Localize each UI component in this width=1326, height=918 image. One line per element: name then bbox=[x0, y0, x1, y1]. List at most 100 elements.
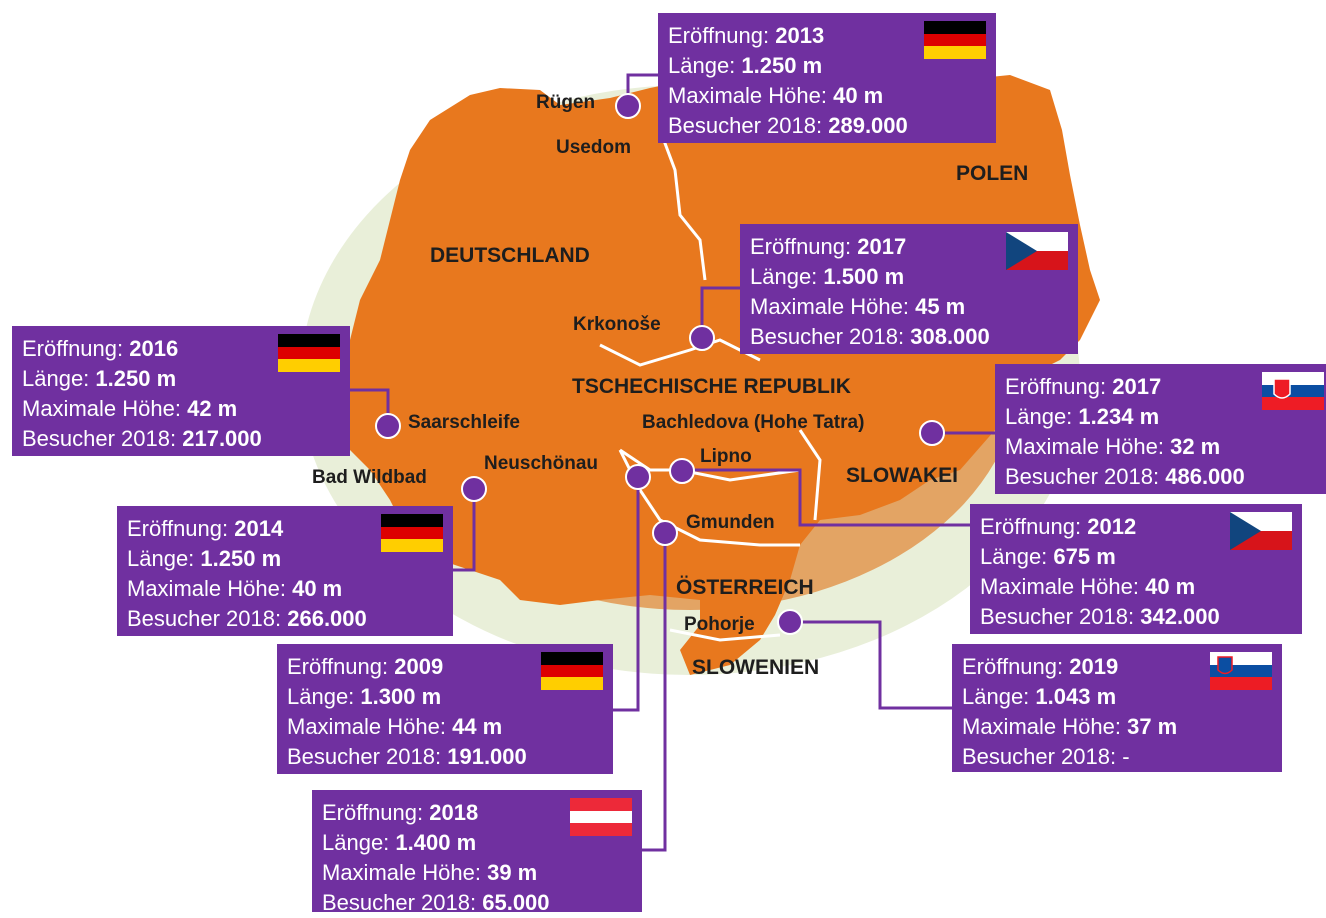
opening-value: 2009 bbox=[394, 654, 444, 679]
height-label: Maximale Höhe: bbox=[1005, 434, 1171, 459]
height-label: Maximale Höhe: bbox=[287, 714, 453, 739]
place-bachledova: Bachledova (Hohe Tatra) bbox=[642, 412, 865, 433]
height-value: 37 m bbox=[1127, 714, 1178, 739]
place-neuschoenau: Neuschönau bbox=[484, 453, 599, 474]
marker-saarschleife[interactable] bbox=[375, 413, 401, 439]
height-value: 40 m bbox=[1145, 574, 1196, 599]
length-value: 1.400 m bbox=[395, 830, 477, 855]
germany-flag-icon bbox=[924, 21, 986, 59]
height-value: 45 m bbox=[915, 294, 966, 319]
border-at-si bbox=[669, 628, 781, 642]
opening-label: Eröffnung: bbox=[668, 23, 776, 48]
info-box-bachledova[interactable]: Eröffnung: 2017 Länge: 1.234 m Maximale … bbox=[995, 364, 1326, 494]
germany-flag-icon bbox=[278, 334, 340, 372]
czech-flag-icon bbox=[1230, 512, 1292, 550]
height-label: Maximale Höhe: bbox=[127, 576, 293, 601]
height-value: 44 m bbox=[452, 714, 503, 739]
height-label: Maximale Höhe: bbox=[750, 294, 916, 319]
place-bad-wildbad: Bad Wildbad bbox=[312, 467, 427, 488]
marker-neuschoenau[interactable] bbox=[625, 464, 651, 490]
length-value: 1.250 m bbox=[741, 53, 823, 78]
height-value: 40 m bbox=[292, 576, 343, 601]
slovakia-flag-icon bbox=[1262, 372, 1324, 410]
length-label: Länge: bbox=[962, 684, 1036, 709]
length-value: 1.234 m bbox=[1078, 404, 1160, 429]
visitors-label: Besucher 2018: bbox=[750, 324, 911, 349]
place-ruegen: Rügen bbox=[536, 92, 596, 113]
length-label: Länge: bbox=[127, 546, 201, 571]
height-value: 39 m bbox=[487, 860, 538, 885]
visitors-label: Besucher 2018: bbox=[980, 604, 1141, 629]
opening-label: Eröffnung: bbox=[22, 336, 130, 361]
marker-bachledova[interactable] bbox=[919, 420, 945, 446]
marker-bad-wildbad[interactable] bbox=[461, 476, 487, 502]
visitors-label: Besucher 2018: bbox=[962, 744, 1123, 769]
info-box-gmunden[interactable]: Eröffnung: 2018 Länge: 1.400 m Maximale … bbox=[312, 790, 642, 915]
length-label: Länge: bbox=[322, 830, 396, 855]
label-tschechien: TSCHECHISCHE REPUBLIK bbox=[572, 375, 851, 398]
info-box-bad-wildbad[interactable]: Eröffnung: 2014 Länge: 1.250 m Maximale … bbox=[117, 506, 453, 636]
border-de-cz bbox=[599, 338, 761, 367]
info-box-krkonose[interactable]: Eröffnung: 2017 Länge: 1.500 m Maximale … bbox=[740, 224, 1078, 354]
height-value: 32 m bbox=[1170, 434, 1221, 459]
info-box-saarschleife[interactable]: Eröffnung: 2016 Länge: 1.250 m Maximale … bbox=[12, 326, 350, 456]
visitors-value: 65.000 bbox=[482, 890, 550, 915]
opening-label: Eröffnung: bbox=[962, 654, 1070, 679]
line-bad-wildbad bbox=[452, 489, 476, 572]
length-value: 1.250 m bbox=[200, 546, 282, 571]
length-label: Länge: bbox=[1005, 404, 1079, 429]
visitors-label: Besucher 2018: bbox=[127, 606, 288, 631]
visitors-value: - bbox=[1122, 744, 1130, 769]
height-label: Maximale Höhe: bbox=[322, 860, 488, 885]
visitors-value: 217.000 bbox=[182, 426, 262, 451]
info-box-pohorje[interactable]: Eröffnung: 2019 Länge: 1.043 m Maximale … bbox=[952, 644, 1282, 772]
germany-flag-icon bbox=[541, 652, 603, 690]
place-gmunden: Gmunden bbox=[686, 512, 775, 533]
opening-value: 2019 bbox=[1069, 654, 1119, 679]
label-deutschland: DEUTSCHLAND bbox=[430, 244, 590, 267]
border-cz-sk bbox=[798, 429, 822, 521]
info-box-ruegen[interactable]: Eröffnung: 2013 Länge: 1.250 m Maximale … bbox=[658, 13, 996, 143]
height-label: Maximale Höhe: bbox=[980, 574, 1146, 599]
height-label: Maximale Höhe: bbox=[22, 396, 188, 421]
visitors-label: Besucher 2018: bbox=[322, 890, 483, 915]
opening-value: 2017 bbox=[1112, 374, 1162, 399]
czech-flag-icon bbox=[1006, 232, 1068, 270]
opening-label: Eröffnung: bbox=[980, 514, 1088, 539]
length-value: 1.043 m bbox=[1035, 684, 1117, 709]
length-label: Länge: bbox=[980, 544, 1054, 569]
label-oesterreich: ÖSTERREICH bbox=[676, 576, 814, 599]
line-krkonose bbox=[700, 286, 740, 338]
length-label: Länge: bbox=[750, 264, 824, 289]
opening-value: 2018 bbox=[429, 800, 479, 825]
visitors-value: 289.000 bbox=[828, 113, 908, 138]
height-value: 40 m bbox=[833, 83, 884, 108]
opening-label: Eröffnung: bbox=[287, 654, 395, 679]
place-pohorje: Pohorje bbox=[684, 614, 755, 635]
marker-lipno[interactable] bbox=[669, 458, 695, 484]
marker-krkonose[interactable] bbox=[689, 325, 715, 351]
opening-value: 2017 bbox=[857, 234, 907, 259]
length-label: Länge: bbox=[668, 53, 742, 78]
length-value: 1.300 m bbox=[360, 684, 442, 709]
info-box-neuschoenau[interactable]: Eröffnung: 2009 Länge: 1.300 m Maximale … bbox=[277, 644, 613, 774]
line-lipno bbox=[682, 468, 970, 527]
visitors-label: Besucher 2018: bbox=[1005, 464, 1166, 489]
visitors-value: 266.000 bbox=[287, 606, 367, 631]
opening-label: Eröffnung: bbox=[322, 800, 430, 825]
height-value: 42 m bbox=[187, 396, 238, 421]
place-lipno: Lipno bbox=[700, 446, 752, 467]
length-value: 1.500 m bbox=[823, 264, 905, 289]
opening-value: 2012 bbox=[1087, 514, 1137, 539]
marker-ruegen[interactable] bbox=[615, 93, 641, 119]
marker-pohorje[interactable] bbox=[777, 609, 803, 635]
germany-flag-icon bbox=[381, 514, 443, 552]
place-saarschleife: Saarschleife bbox=[408, 412, 520, 433]
label-polen: POLEN bbox=[956, 162, 1029, 185]
length-value: 675 m bbox=[1053, 544, 1116, 569]
opening-label: Eröffnung: bbox=[127, 516, 235, 541]
slovenia-flag-icon bbox=[1210, 652, 1272, 690]
visitors-value: 342.000 bbox=[1140, 604, 1220, 629]
info-box-lipno[interactable]: Eröffnung: 2012 Länge: 675 m Maximale Hö… bbox=[970, 504, 1302, 634]
marker-gmunden[interactable] bbox=[652, 520, 678, 546]
